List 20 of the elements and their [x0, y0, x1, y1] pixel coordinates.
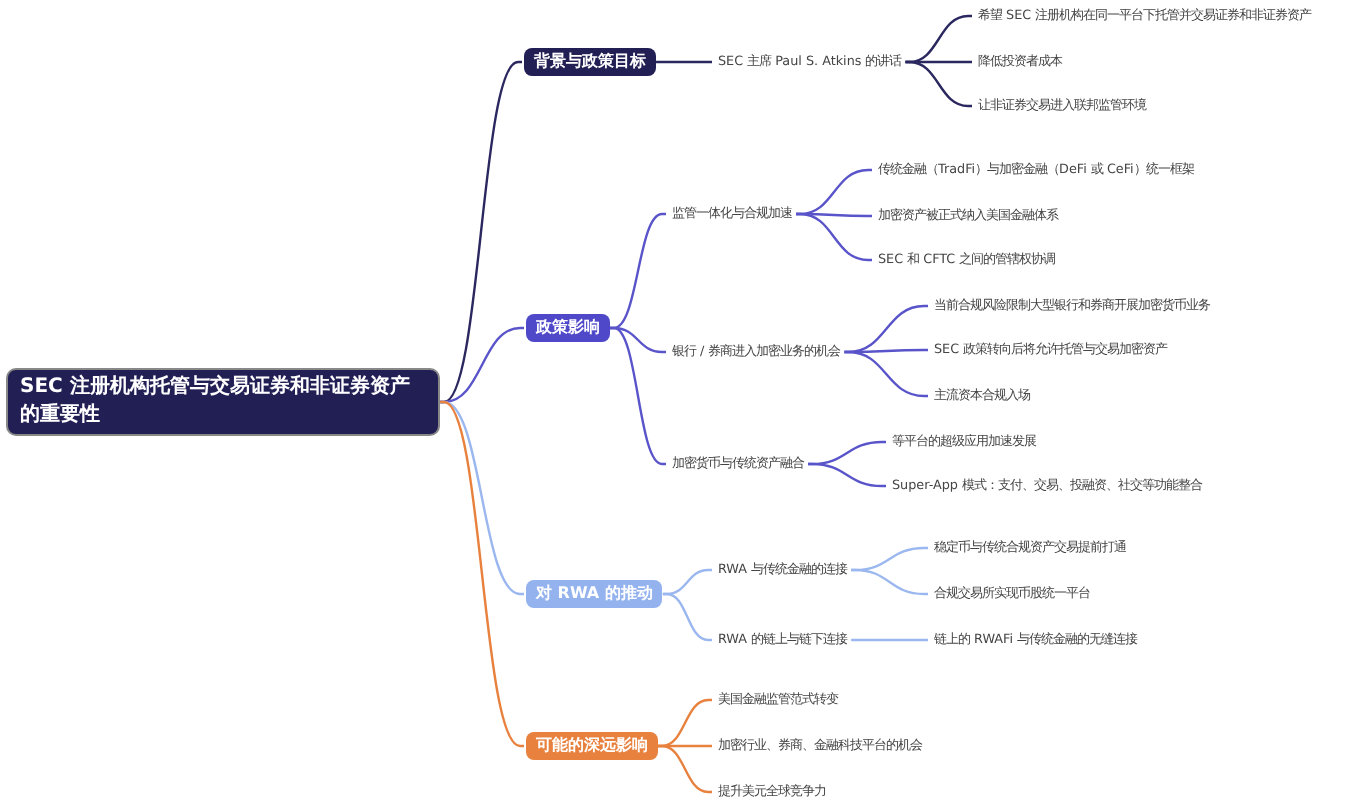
branch-topic-box: 对 RWA 的推动	[526, 580, 663, 608]
connector-line	[440, 326, 524, 404]
connector-line	[610, 212, 666, 330]
connector-line	[662, 592, 712, 642]
connector-line	[808, 462, 886, 488]
branch-topic-box: 背景与政策目标	[524, 48, 656, 76]
connector-line	[844, 350, 928, 398]
connector-line	[658, 698, 712, 748]
connector-line	[440, 400, 524, 748]
connector-line	[851, 568, 928, 596]
branch-topic-box: 政策影响	[526, 314, 610, 342]
connector-line	[851, 638, 928, 642]
branch-topic-box: 可能的深远影响	[526, 732, 658, 760]
central-topic-box: SEC 注册机构托管与交易证券和非证券资产的重要性	[6, 368, 440, 436]
connector-line	[658, 744, 712, 794]
connector-line	[905, 60, 972, 108]
connector-line	[656, 60, 712, 64]
connector-line	[440, 60, 522, 404]
connector-line	[610, 326, 666, 466]
connector-line	[796, 212, 872, 262]
